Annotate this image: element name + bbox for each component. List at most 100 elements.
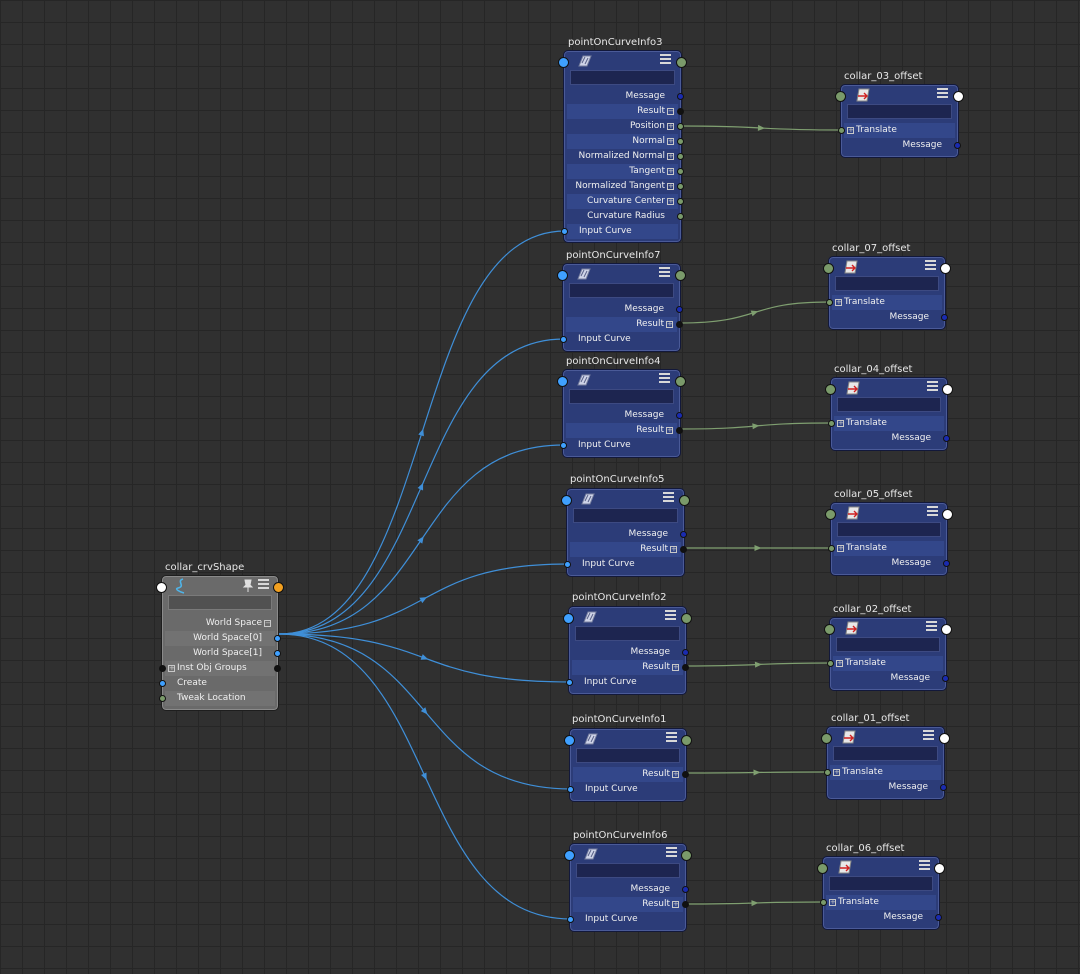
node-output-plug[interactable] xyxy=(675,270,686,281)
attr-input-curve[interactable]: Input Curve xyxy=(564,557,681,572)
node-collar-02-offset[interactable]: + Translate Message xyxy=(824,617,952,691)
attribute-list-icon[interactable] xyxy=(665,610,676,621)
output-plug-message[interactable] xyxy=(935,914,942,921)
attribute-list-icon[interactable] xyxy=(925,260,936,271)
output-plug-normal[interactable] xyxy=(677,138,684,145)
attr-input-curve[interactable]: Input Curve xyxy=(567,782,683,797)
node-output-plug[interactable] xyxy=(273,582,284,593)
input-plug-input-curve[interactable] xyxy=(564,561,571,568)
node-output-plug[interactable] xyxy=(942,384,953,395)
expand-icon[interactable]: + xyxy=(667,197,674,205)
node-output-plug[interactable] xyxy=(934,863,945,874)
node-input-plug[interactable] xyxy=(558,57,569,68)
input-plug-input-curve[interactable] xyxy=(561,228,568,235)
node-collar-04-offset[interactable]: + Translate Message xyxy=(825,377,953,451)
node-input-plug[interactable] xyxy=(564,735,575,746)
node-collar-crvShape[interactable]: World Space − World Space[0] World Space… xyxy=(156,575,284,711)
input-plug-translate[interactable] xyxy=(827,660,834,667)
expand-icon[interactable]: + xyxy=(667,182,674,190)
expand-icon[interactable]: + xyxy=(672,663,679,671)
output-plug-result[interactable] xyxy=(682,771,689,778)
output-plug-message[interactable] xyxy=(943,435,950,442)
node-input-plug[interactable] xyxy=(564,850,575,861)
attr-translate[interactable]: + Translate xyxy=(820,895,936,910)
input-plug-inst-obj-groups[interactable] xyxy=(159,665,166,672)
attr-curvature-radius[interactable]: Curvature Radius xyxy=(567,209,684,224)
output-plug-message[interactable] xyxy=(680,531,687,538)
attr-message[interactable]: Message xyxy=(834,556,950,571)
node-name-field[interactable] xyxy=(569,283,674,298)
attr-message[interactable]: Message xyxy=(826,910,942,925)
node-input-plug[interactable] xyxy=(561,495,572,506)
input-plug-input-curve[interactable] xyxy=(567,916,574,923)
expand-icon[interactable]: + xyxy=(667,122,674,130)
attribute-list-icon[interactable] xyxy=(926,621,937,632)
output-plug-position[interactable] xyxy=(677,123,684,130)
node-input-plug[interactable] xyxy=(824,624,835,635)
output-plug-message[interactable] xyxy=(954,142,961,149)
node-output-plug[interactable] xyxy=(939,733,950,744)
attr-message[interactable]: Message xyxy=(567,89,684,104)
expand-icon[interactable]: + xyxy=(666,320,673,328)
attribute-list-icon[interactable] xyxy=(659,373,670,384)
node-pointOnCurveInfo7[interactable]: Message Result + Input Curve xyxy=(557,263,686,352)
attr-message[interactable]: Message xyxy=(830,780,947,795)
attr-message[interactable]: Message xyxy=(572,645,689,660)
input-plug-translate[interactable] xyxy=(828,420,835,427)
expand-icon[interactable]: + xyxy=(847,126,854,134)
output-plug-message[interactable] xyxy=(942,675,949,682)
attr-world-space-1[interactable]: World Space[1] xyxy=(165,646,281,661)
attr-translate[interactable]: + Translate xyxy=(827,656,943,671)
output-plug-result[interactable] xyxy=(680,546,687,553)
output-plug-result[interactable] xyxy=(682,901,689,908)
node-pointOnCurveInfo2[interactable]: Message Result + Input Curve xyxy=(563,606,692,695)
attribute-list-icon[interactable] xyxy=(258,579,269,590)
output-plug-world-space-0[interactable] xyxy=(274,635,281,642)
node-pointOnCurveInfo6[interactable]: Message Result + Input Curve xyxy=(564,843,692,932)
node-input-plug[interactable] xyxy=(563,613,574,624)
input-plug-create[interactable] xyxy=(159,680,166,687)
output-plug-message[interactable] xyxy=(676,306,683,313)
attr-result[interactable]: Result + xyxy=(573,897,689,912)
node-input-plug[interactable] xyxy=(821,733,832,744)
input-plug-translate[interactable] xyxy=(838,127,845,134)
node-name-field[interactable] xyxy=(837,397,941,412)
input-plug-input-curve[interactable] xyxy=(560,336,567,343)
node-name-field[interactable] xyxy=(570,70,675,85)
collapse-icon[interactable]: − xyxy=(667,107,674,115)
node-collar-06-offset[interactable]: + Translate Message xyxy=(817,856,945,930)
node-pointOnCurveInfo1[interactable]: Result + Input Curve xyxy=(564,728,692,802)
attr-create[interactable]: Create xyxy=(159,676,275,691)
expand-icon[interactable]: + xyxy=(667,167,674,175)
node-name-field[interactable] xyxy=(573,508,678,523)
attribute-list-icon[interactable] xyxy=(923,730,934,741)
attr-world-space[interactable]: World Space − xyxy=(165,616,275,631)
node-name-field[interactable] xyxy=(837,522,941,537)
attr-result[interactable]: Result + xyxy=(566,317,683,332)
output-plug-message[interactable] xyxy=(677,93,684,100)
node-input-plug[interactable] xyxy=(823,263,834,274)
node-input-plug[interactable] xyxy=(156,582,167,593)
attribute-list-icon[interactable] xyxy=(919,860,930,871)
node-input-plug[interactable] xyxy=(557,270,568,281)
node-name-field[interactable] xyxy=(575,626,680,641)
node-collar-05-offset[interactable]: + Translate Message xyxy=(825,502,953,576)
attr-translate[interactable]: + Translate xyxy=(838,123,955,138)
input-plug-tweak-location[interactable] xyxy=(159,695,166,702)
attr-inst-obj-groups[interactable]: + Inst Obj Groups xyxy=(159,661,281,676)
output-plug-message[interactable] xyxy=(682,886,689,893)
node-input-plug[interactable] xyxy=(557,376,568,387)
node-name-field[interactable] xyxy=(576,748,680,763)
expand-icon[interactable]: + xyxy=(667,137,674,145)
output-plug-tangent[interactable] xyxy=(677,168,684,175)
expand-icon[interactable]: + xyxy=(837,544,844,552)
attr-world-space-0[interactable]: World Space[0] xyxy=(165,631,281,646)
expand-icon[interactable]: + xyxy=(835,298,842,306)
attr-result[interactable]: Result + xyxy=(566,423,683,438)
node-input-plug[interactable] xyxy=(817,863,828,874)
node-name-field[interactable] xyxy=(569,389,674,404)
attr-input-curve[interactable]: Input Curve xyxy=(567,912,683,927)
expand-icon[interactable]: + xyxy=(670,545,677,553)
attr-translate[interactable]: + Translate xyxy=(824,765,941,780)
node-input-plug[interactable] xyxy=(835,91,846,102)
